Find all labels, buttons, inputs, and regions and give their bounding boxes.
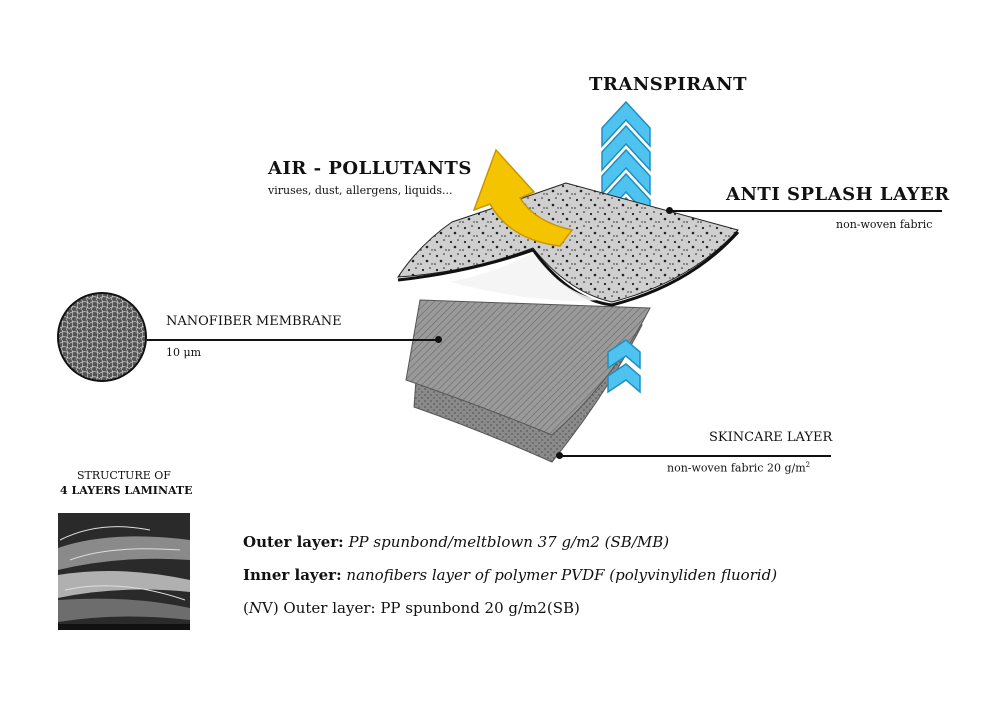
- nano-leader-dot: [435, 336, 442, 343]
- transpirant-label: TRANSPIRANT: [589, 74, 747, 95]
- air-pollutants-title: AIR - POLLUTANTS: [268, 158, 472, 179]
- legend-outer-layer: Outer layer: PP spunbond/meltblown 37 g/…: [243, 533, 670, 551]
- air-pollutants-subtitle: viruses, dust, allergens, liquids...: [268, 184, 453, 197]
- nanofiber-micrograph: [57, 292, 147, 382]
- skincare-subtitle: non-woven fabric 20 g/m2: [667, 461, 811, 475]
- nano-leader-line: [147, 339, 438, 341]
- structure-label-line2: 4 LAYERS LAMINATE: [60, 484, 193, 497]
- nanofiber-title: NANOFIBER MEMBRANE: [166, 314, 342, 329]
- anti-splash-title: ANTI SPLASH LAYER: [726, 184, 950, 205]
- legend-inner-layer: Inner layer: nanofibers layer of polymer…: [243, 566, 778, 584]
- air-pollutant-arrow: [472, 148, 574, 247]
- anti-splash-layer: [397, 182, 739, 303]
- legend-nv-outer-layer: (NV) Outer layer: PP spunbond 20 g/m2(SB…: [243, 599, 580, 617]
- nanofiber-subtitle: 10 μm: [166, 346, 202, 359]
- splash-leader-line: [670, 210, 942, 212]
- structure-label-line1: STRUCTURE OF: [77, 469, 171, 482]
- skin-leader-dot: [556, 452, 563, 459]
- anti-splash-subtitle: non-woven fabric: [836, 218, 933, 231]
- laminate-sem-image: [58, 513, 190, 630]
- skin-leader-line: [560, 455, 831, 457]
- skincare-title: SKINCARE LAYER: [709, 430, 833, 445]
- splash-leader-dot: [666, 207, 673, 214]
